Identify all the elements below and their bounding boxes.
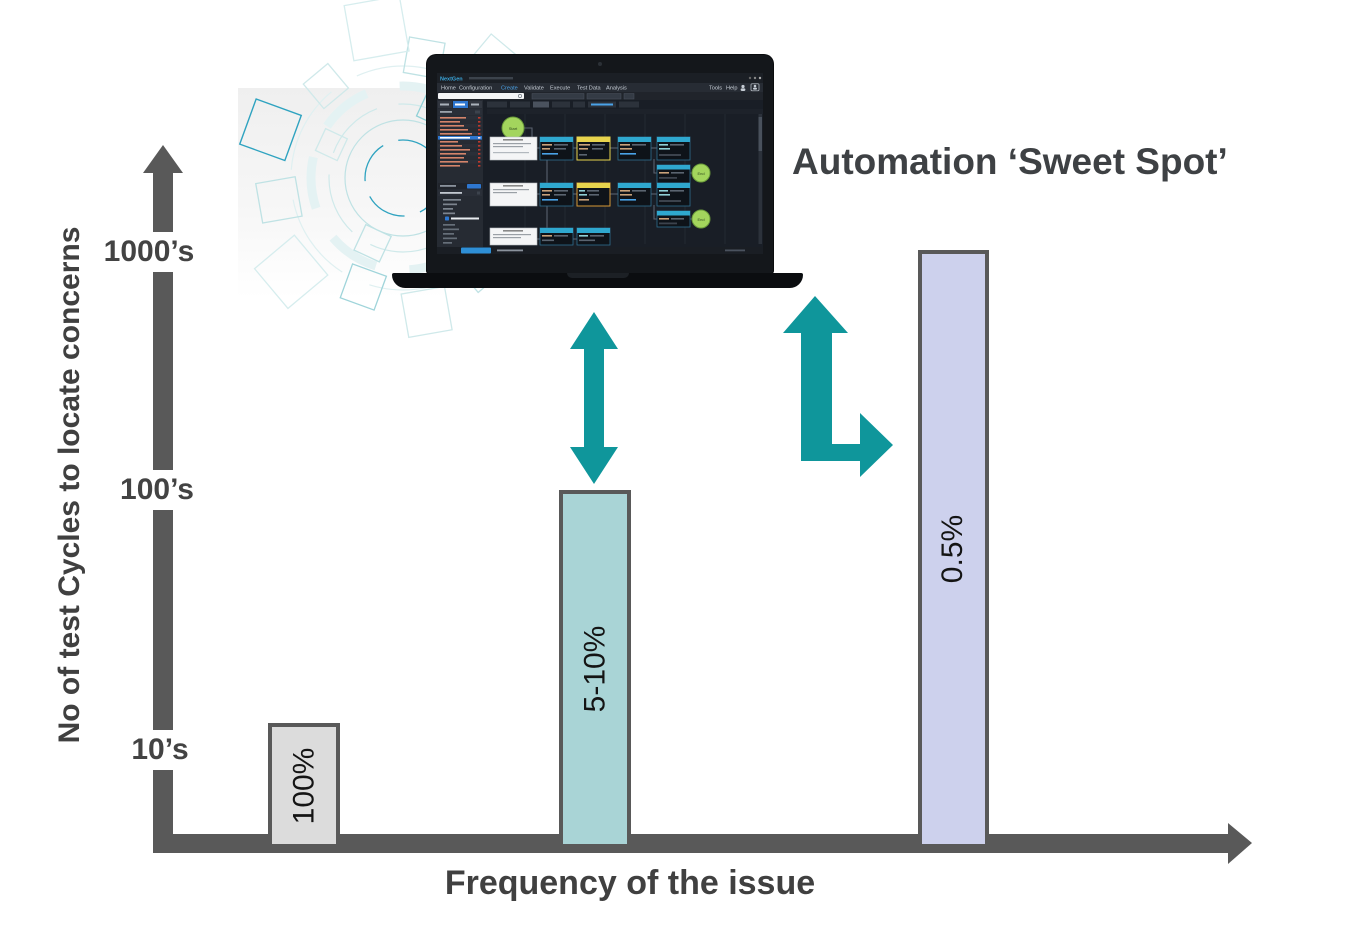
gear-backdrop xyxy=(238,88,446,298)
canvas-scrollbar xyxy=(758,114,762,244)
app-titlebar xyxy=(437,73,763,83)
double-headed-vertical-arrow-icon xyxy=(570,312,618,484)
y-tick-1000s: 1000’s xyxy=(96,232,202,272)
start-node-label: Start xyxy=(509,126,518,131)
menu-help: Help xyxy=(726,86,738,92)
test-automation-app-ui: NextGen Home Configuration Create Valida… xyxy=(437,73,763,254)
menu-configuration: Configuration xyxy=(459,86,492,92)
app-statusbar xyxy=(437,247,763,254)
end-node xyxy=(691,163,711,183)
y-tick-10s: 10’s xyxy=(124,730,196,770)
user-icon xyxy=(740,83,760,92)
end-node-label: End xyxy=(697,171,704,176)
note-card xyxy=(489,227,538,246)
search-input xyxy=(438,93,524,99)
bar-label: 100% xyxy=(287,747,321,824)
app-sidebar xyxy=(437,100,483,247)
note-card xyxy=(489,182,538,207)
bar-label: 5-10% xyxy=(578,625,611,713)
menu-analysis: Analysis xyxy=(606,86,627,92)
note-card xyxy=(489,136,538,161)
laptop-screen: NextGen Home Configuration Create Valida… xyxy=(427,55,773,273)
laptop-app-screenshot: NextGen Home Configuration Create Valida… xyxy=(437,73,763,254)
y-tick-100s: 100’s xyxy=(113,470,201,510)
laptop-lid-notch xyxy=(566,273,629,278)
laptop-base xyxy=(392,273,803,288)
x-axis-title: Frequency of the issue xyxy=(444,864,816,902)
bar-0-5-percent: 0.5% xyxy=(918,250,989,848)
webcam-dot-icon xyxy=(598,62,602,66)
bar-100-percent: 100% xyxy=(268,723,340,848)
statusbar-button xyxy=(461,247,491,254)
search-icon xyxy=(518,94,522,98)
app-menubar xyxy=(437,83,763,92)
end-node-label: End xyxy=(697,217,704,222)
end-node xyxy=(691,209,711,229)
menu-create: Create xyxy=(501,86,518,92)
app-logo: NextGen xyxy=(440,77,463,83)
bar-label: 0.5% xyxy=(936,514,970,584)
menu-execute: Execute xyxy=(550,86,570,92)
bent-up-right-arrow-icon xyxy=(783,296,893,477)
menu-home: Home xyxy=(441,86,456,92)
bar-5-10-percent: 5-10% xyxy=(559,490,631,848)
menu-validate: Validate xyxy=(524,86,544,92)
y-axis-title: No of test Cycles to locate concerns xyxy=(53,226,86,744)
flow-canvas: Start xyxy=(483,100,763,247)
menu-test-data: Test Data xyxy=(577,86,602,92)
checkbox-icon xyxy=(445,216,449,221)
chart-title: Automation ‘Sweet Spot’ xyxy=(792,141,1228,182)
menu-tools: Tools xyxy=(709,86,722,92)
